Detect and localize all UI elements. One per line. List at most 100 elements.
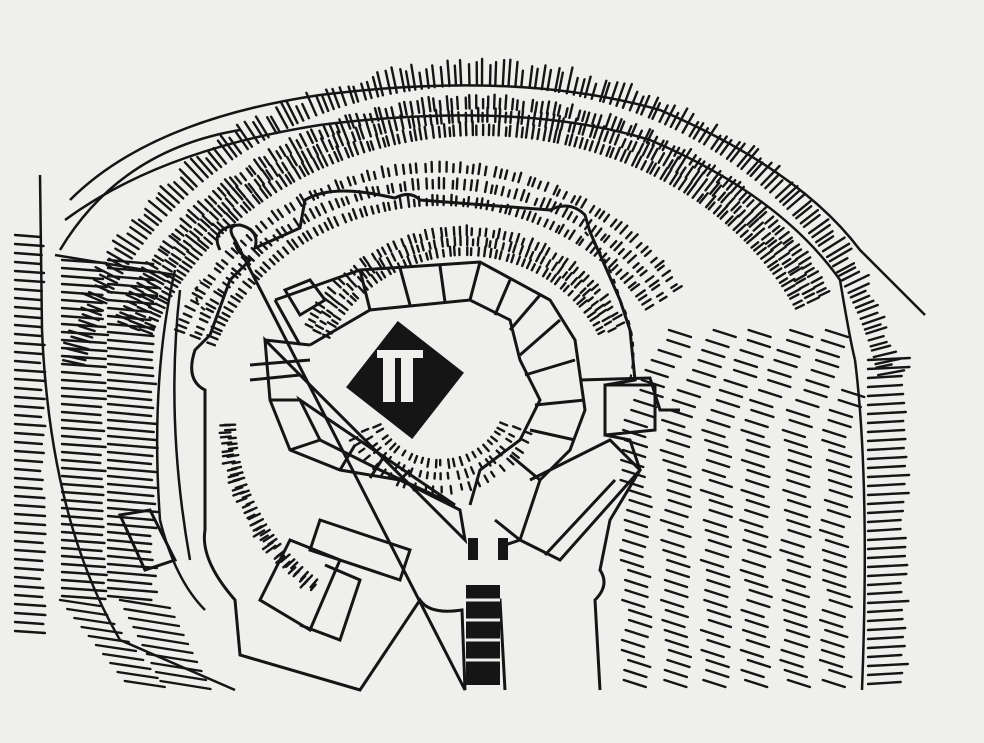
hachure-stroke bbox=[512, 243, 517, 254]
hachure-stroke bbox=[179, 176, 195, 191]
hachure-stroke bbox=[822, 568, 847, 579]
hachure-stroke bbox=[840, 270, 861, 282]
hachure-stroke bbox=[613, 133, 620, 146]
hachure-stroke bbox=[335, 145, 344, 161]
hachure-stroke bbox=[465, 453, 471, 462]
hachure-stroke bbox=[148, 316, 160, 323]
hachure-stroke bbox=[424, 162, 428, 174]
hachure-stroke bbox=[446, 59, 451, 88]
hachure-stroke bbox=[743, 233, 753, 242]
hachure-stroke bbox=[534, 241, 540, 252]
hachure-stroke bbox=[620, 648, 646, 659]
hachure-stroke bbox=[106, 370, 155, 378]
hachure-stroke bbox=[774, 226, 785, 236]
hachure-stroke bbox=[572, 294, 581, 302]
hachure-stroke bbox=[568, 133, 574, 147]
hachure-stroke bbox=[627, 658, 652, 669]
hachure-stroke bbox=[13, 521, 47, 527]
hachure-stroke bbox=[281, 161, 289, 172]
hachure-stroke bbox=[496, 227, 501, 240]
hachure-stroke bbox=[771, 224, 781, 233]
hachure-stroke bbox=[666, 338, 691, 349]
hachure-stroke bbox=[787, 287, 802, 297]
hachure-stroke bbox=[706, 608, 731, 619]
hachure-stroke bbox=[375, 271, 383, 281]
hachure-stroke bbox=[730, 200, 741, 212]
hachure-stroke bbox=[579, 287, 587, 295]
hachure-stroke bbox=[13, 341, 46, 347]
hachure-stroke bbox=[459, 483, 464, 491]
hachure-stroke bbox=[667, 468, 692, 479]
hachure-stroke bbox=[783, 258, 798, 269]
hachure-stroke bbox=[227, 478, 241, 484]
hachure-stroke bbox=[781, 598, 806, 609]
hachure-stroke bbox=[275, 180, 283, 191]
hachure-stroke bbox=[622, 678, 647, 689]
hachure-stroke bbox=[866, 464, 907, 470]
hachure-stroke bbox=[557, 223, 565, 235]
hachure-stroke bbox=[342, 128, 350, 145]
hachure-stroke bbox=[510, 253, 515, 264]
hachure-stroke bbox=[118, 598, 172, 610]
hachure-stroke bbox=[60, 410, 102, 417]
hachure-stroke bbox=[742, 538, 767, 549]
hachure-stroke bbox=[412, 233, 418, 244]
hachure-stroke bbox=[380, 270, 387, 279]
hachure-stroke bbox=[251, 193, 261, 205]
hachure-stroke bbox=[620, 638, 646, 649]
hachure-stroke bbox=[189, 334, 201, 340]
hachure-stroke bbox=[822, 578, 847, 589]
hachure-stroke bbox=[403, 245, 410, 257]
hachure-stroke bbox=[13, 539, 44, 545]
hachure-stroke bbox=[866, 608, 904, 614]
hachure-stroke bbox=[624, 150, 632, 164]
hachure-stroke bbox=[795, 205, 813, 220]
hachure-stroke bbox=[803, 388, 828, 399]
hachure-stroke bbox=[58, 598, 102, 608]
hachure-stroke bbox=[811, 223, 831, 239]
hachure-stroke bbox=[651, 283, 661, 291]
hachure-stroke bbox=[872, 350, 898, 359]
hachure-stroke bbox=[326, 217, 334, 229]
hachure-stroke bbox=[399, 183, 403, 193]
hachure-stroke bbox=[621, 598, 646, 609]
hachure-stroke bbox=[669, 171, 679, 186]
hachure-stroke bbox=[216, 320, 226, 327]
hachure-stroke bbox=[534, 101, 539, 114]
hachure-stroke bbox=[545, 259, 552, 268]
hachure-stroke bbox=[740, 428, 765, 439]
hachure-stroke bbox=[227, 300, 238, 308]
hachure-stroke bbox=[452, 245, 456, 257]
hachure-stroke bbox=[106, 354, 153, 362]
hachure-stroke bbox=[528, 65, 534, 89]
hachure-stroke bbox=[13, 359, 42, 365]
hachure-stroke bbox=[820, 638, 845, 649]
hachure-stroke bbox=[491, 229, 496, 239]
hachure-stroke bbox=[265, 544, 277, 554]
hachure-stroke bbox=[740, 458, 766, 469]
hachure-stroke bbox=[610, 311, 619, 318]
hachure-stroke bbox=[13, 431, 45, 437]
hachure-stroke bbox=[568, 103, 574, 120]
hachure-stroke bbox=[520, 237, 526, 246]
hachure-stroke bbox=[752, 221, 764, 232]
hachure-stroke bbox=[572, 266, 579, 275]
hachure-stroke bbox=[376, 260, 383, 269]
hachure-stroke bbox=[615, 82, 626, 108]
hachure-stroke bbox=[627, 488, 652, 499]
hachure-stroke bbox=[125, 293, 140, 302]
hachure-stroke bbox=[321, 154, 329, 167]
hachure-stroke bbox=[786, 478, 811, 489]
hachure-stroke bbox=[13, 305, 43, 311]
hachure-stroke bbox=[60, 314, 105, 321]
hachure-stroke bbox=[866, 383, 904, 389]
gate-tower-right bbox=[498, 538, 508, 560]
hachure-stroke bbox=[624, 528, 649, 539]
hachure-stroke bbox=[866, 572, 908, 578]
hachure-stroke bbox=[398, 102, 404, 117]
hachure-stroke bbox=[798, 256, 812, 266]
hachure-stroke bbox=[332, 279, 342, 289]
hachure-stroke bbox=[792, 199, 812, 217]
hachure-stroke bbox=[428, 241, 432, 250]
hachure-stroke bbox=[545, 100, 551, 115]
